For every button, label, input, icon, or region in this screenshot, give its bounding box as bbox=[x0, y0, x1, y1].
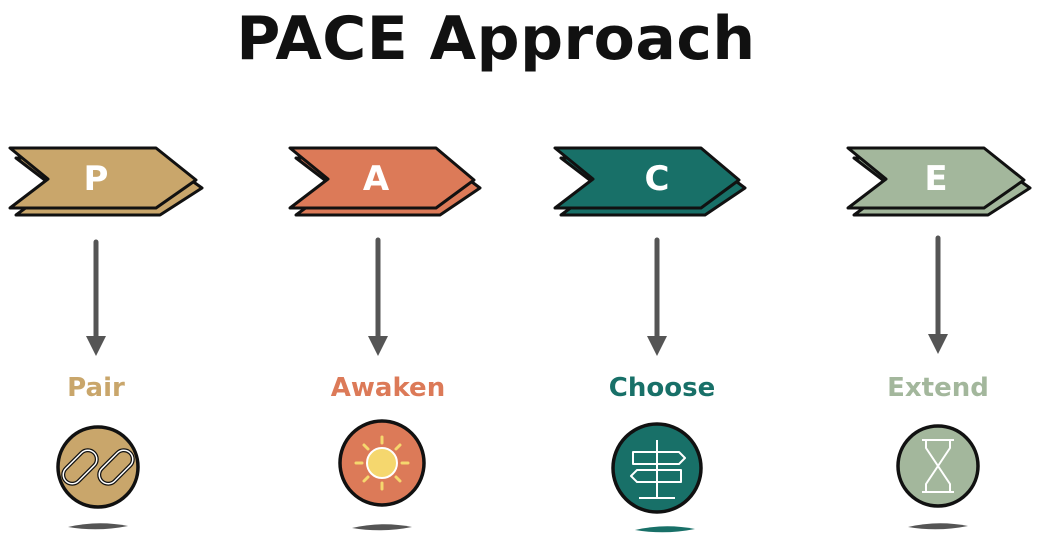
step-letter: C bbox=[645, 159, 670, 199]
shadow-stroke bbox=[635, 526, 695, 533]
step-awaken: A Awaken bbox=[288, 146, 482, 531]
step-extend: E Extend bbox=[846, 146, 1032, 530]
step-word: Awaken bbox=[331, 373, 445, 403]
chain-link-icon bbox=[56, 425, 140, 509]
step-word: Pair bbox=[67, 373, 125, 403]
shadow-stroke bbox=[352, 524, 412, 531]
step-word: Choose bbox=[609, 373, 715, 403]
sun-icon bbox=[338, 419, 426, 507]
step-letter: P bbox=[84, 159, 109, 199]
chevron-shape: C bbox=[553, 146, 747, 217]
step-pair: P Pair bbox=[8, 146, 204, 530]
page-title: PACE Approach bbox=[236, 4, 756, 74]
chevron-shape: E bbox=[846, 146, 1032, 217]
chevron-shape: P bbox=[8, 146, 204, 217]
hourglass-icon bbox=[896, 424, 980, 508]
shadow-stroke bbox=[68, 523, 128, 530]
signpost-icon bbox=[611, 422, 703, 514]
step-word: Extend bbox=[887, 373, 989, 403]
step-letter: E bbox=[924, 159, 947, 199]
step-letter: A bbox=[363, 159, 390, 199]
step-choose: C Choose bbox=[553, 146, 747, 533]
chevron-shape: A bbox=[288, 146, 482, 217]
shadow-stroke bbox=[908, 523, 968, 530]
